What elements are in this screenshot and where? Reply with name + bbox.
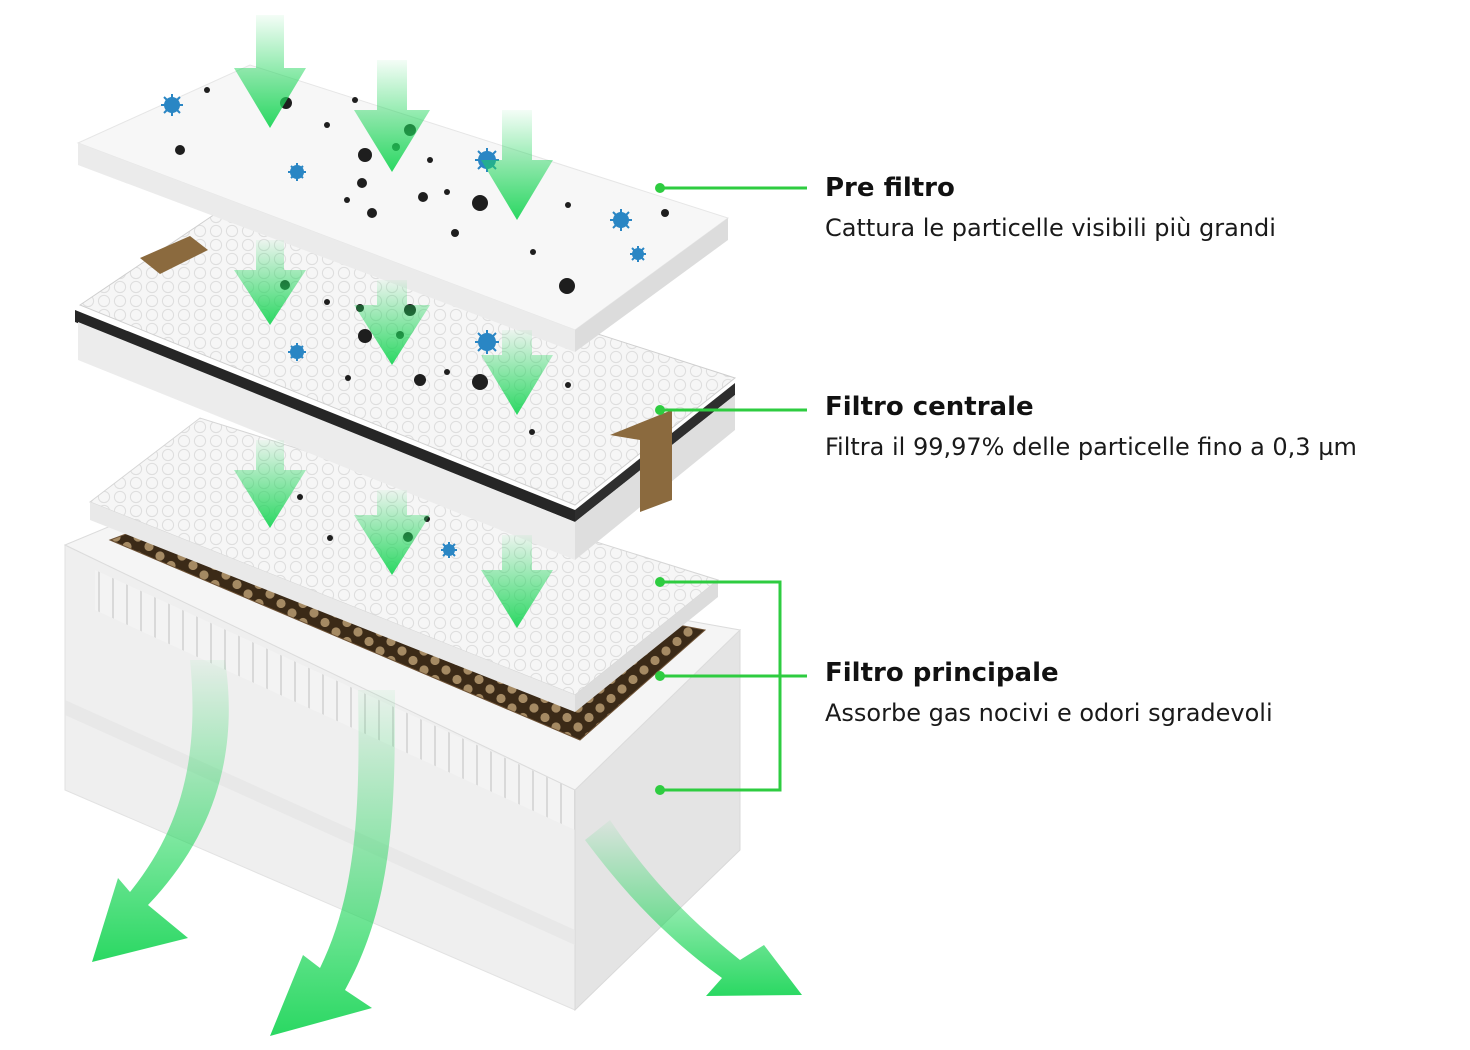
outflow-arrows: [92, 660, 802, 1036]
particle-icon: [344, 197, 350, 203]
down-arrow-icon: [481, 330, 553, 415]
down-arrow-icon: [481, 535, 553, 628]
callout-dots: [655, 183, 665, 795]
down-arrow-icon: [354, 60, 430, 172]
particle-icon: [175, 145, 185, 155]
tape-right: [610, 410, 672, 512]
particle-icon: [444, 369, 450, 375]
airflow-arrows: [234, 15, 553, 628]
particle-icon: [327, 535, 333, 541]
center-filter: [75, 211, 737, 560]
particle-icon: [565, 382, 571, 388]
pre-filter-description: Cattura le particelle visibili più grand…: [825, 214, 1276, 242]
particle-icon: [444, 189, 450, 195]
particle-icon: [204, 87, 210, 93]
particle-icon: [324, 299, 330, 305]
center-filter-title: Filtro centrale: [825, 392, 1034, 422]
particle-icon: [529, 429, 535, 435]
down-arrow-icon: [234, 440, 306, 528]
outflow-arrow-icon: [92, 660, 229, 962]
particle-icon: [352, 97, 358, 103]
callout-lines: [660, 186, 807, 792]
down-arrow-icon: [354, 490, 430, 575]
pre-filter-title: Pre filtro: [825, 173, 955, 203]
particle-icon: [530, 249, 536, 255]
particle-icon: [427, 157, 433, 163]
particle-icon: [559, 278, 575, 294]
particle-icon: [357, 178, 367, 188]
center-filter-label: Filtro centrale Filtra il 99,97% delle p…: [825, 391, 1357, 465]
outflow-arrow-icon: [270, 690, 395, 1036]
pre-filter: [76, 64, 730, 352]
virus-icon: [475, 330, 499, 354]
virus-icon: [630, 246, 646, 262]
down-arrow-icon: [354, 280, 430, 365]
particle-icon: [358, 329, 372, 343]
virus-icon: [610, 209, 632, 231]
particle-icon: [297, 494, 303, 500]
down-arrow-icon: [481, 110, 553, 220]
particle-icon: [358, 148, 372, 162]
particle-icon: [324, 122, 330, 128]
virus-icon: [161, 94, 183, 116]
particle-icon: [345, 375, 351, 381]
particle-icon: [661, 209, 669, 217]
main-filter-label: Filtro principale Assorbe gas nocivi e o…: [825, 657, 1273, 731]
outflow-arrow-icon: [585, 820, 802, 996]
particle-icon: [414, 374, 426, 386]
virus-icon: [288, 343, 306, 361]
viruses: [161, 94, 646, 558]
down-arrow-icon: [234, 240, 306, 325]
main-filter-title: Filtro principale: [825, 658, 1059, 688]
pre-filter-label: Pre filtro Cattura le particelle visibil…: [825, 172, 1276, 246]
particle-icon: [367, 208, 377, 218]
virus-icon: [441, 542, 457, 558]
particle-icon: [451, 229, 459, 237]
particle-icon: [418, 192, 428, 202]
center-filter-description: Filtra il 99,97% delle particelle fino a…: [825, 433, 1357, 461]
particle-icon: [565, 202, 571, 208]
particle-icon: [472, 195, 488, 211]
down-arrow-icon: [234, 15, 306, 128]
tape-left: [140, 236, 208, 274]
particle-icon: [472, 374, 488, 390]
main-filter-description: Assorbe gas nocivi e odori sgradevoli: [825, 699, 1273, 727]
virus-icon: [288, 163, 306, 181]
